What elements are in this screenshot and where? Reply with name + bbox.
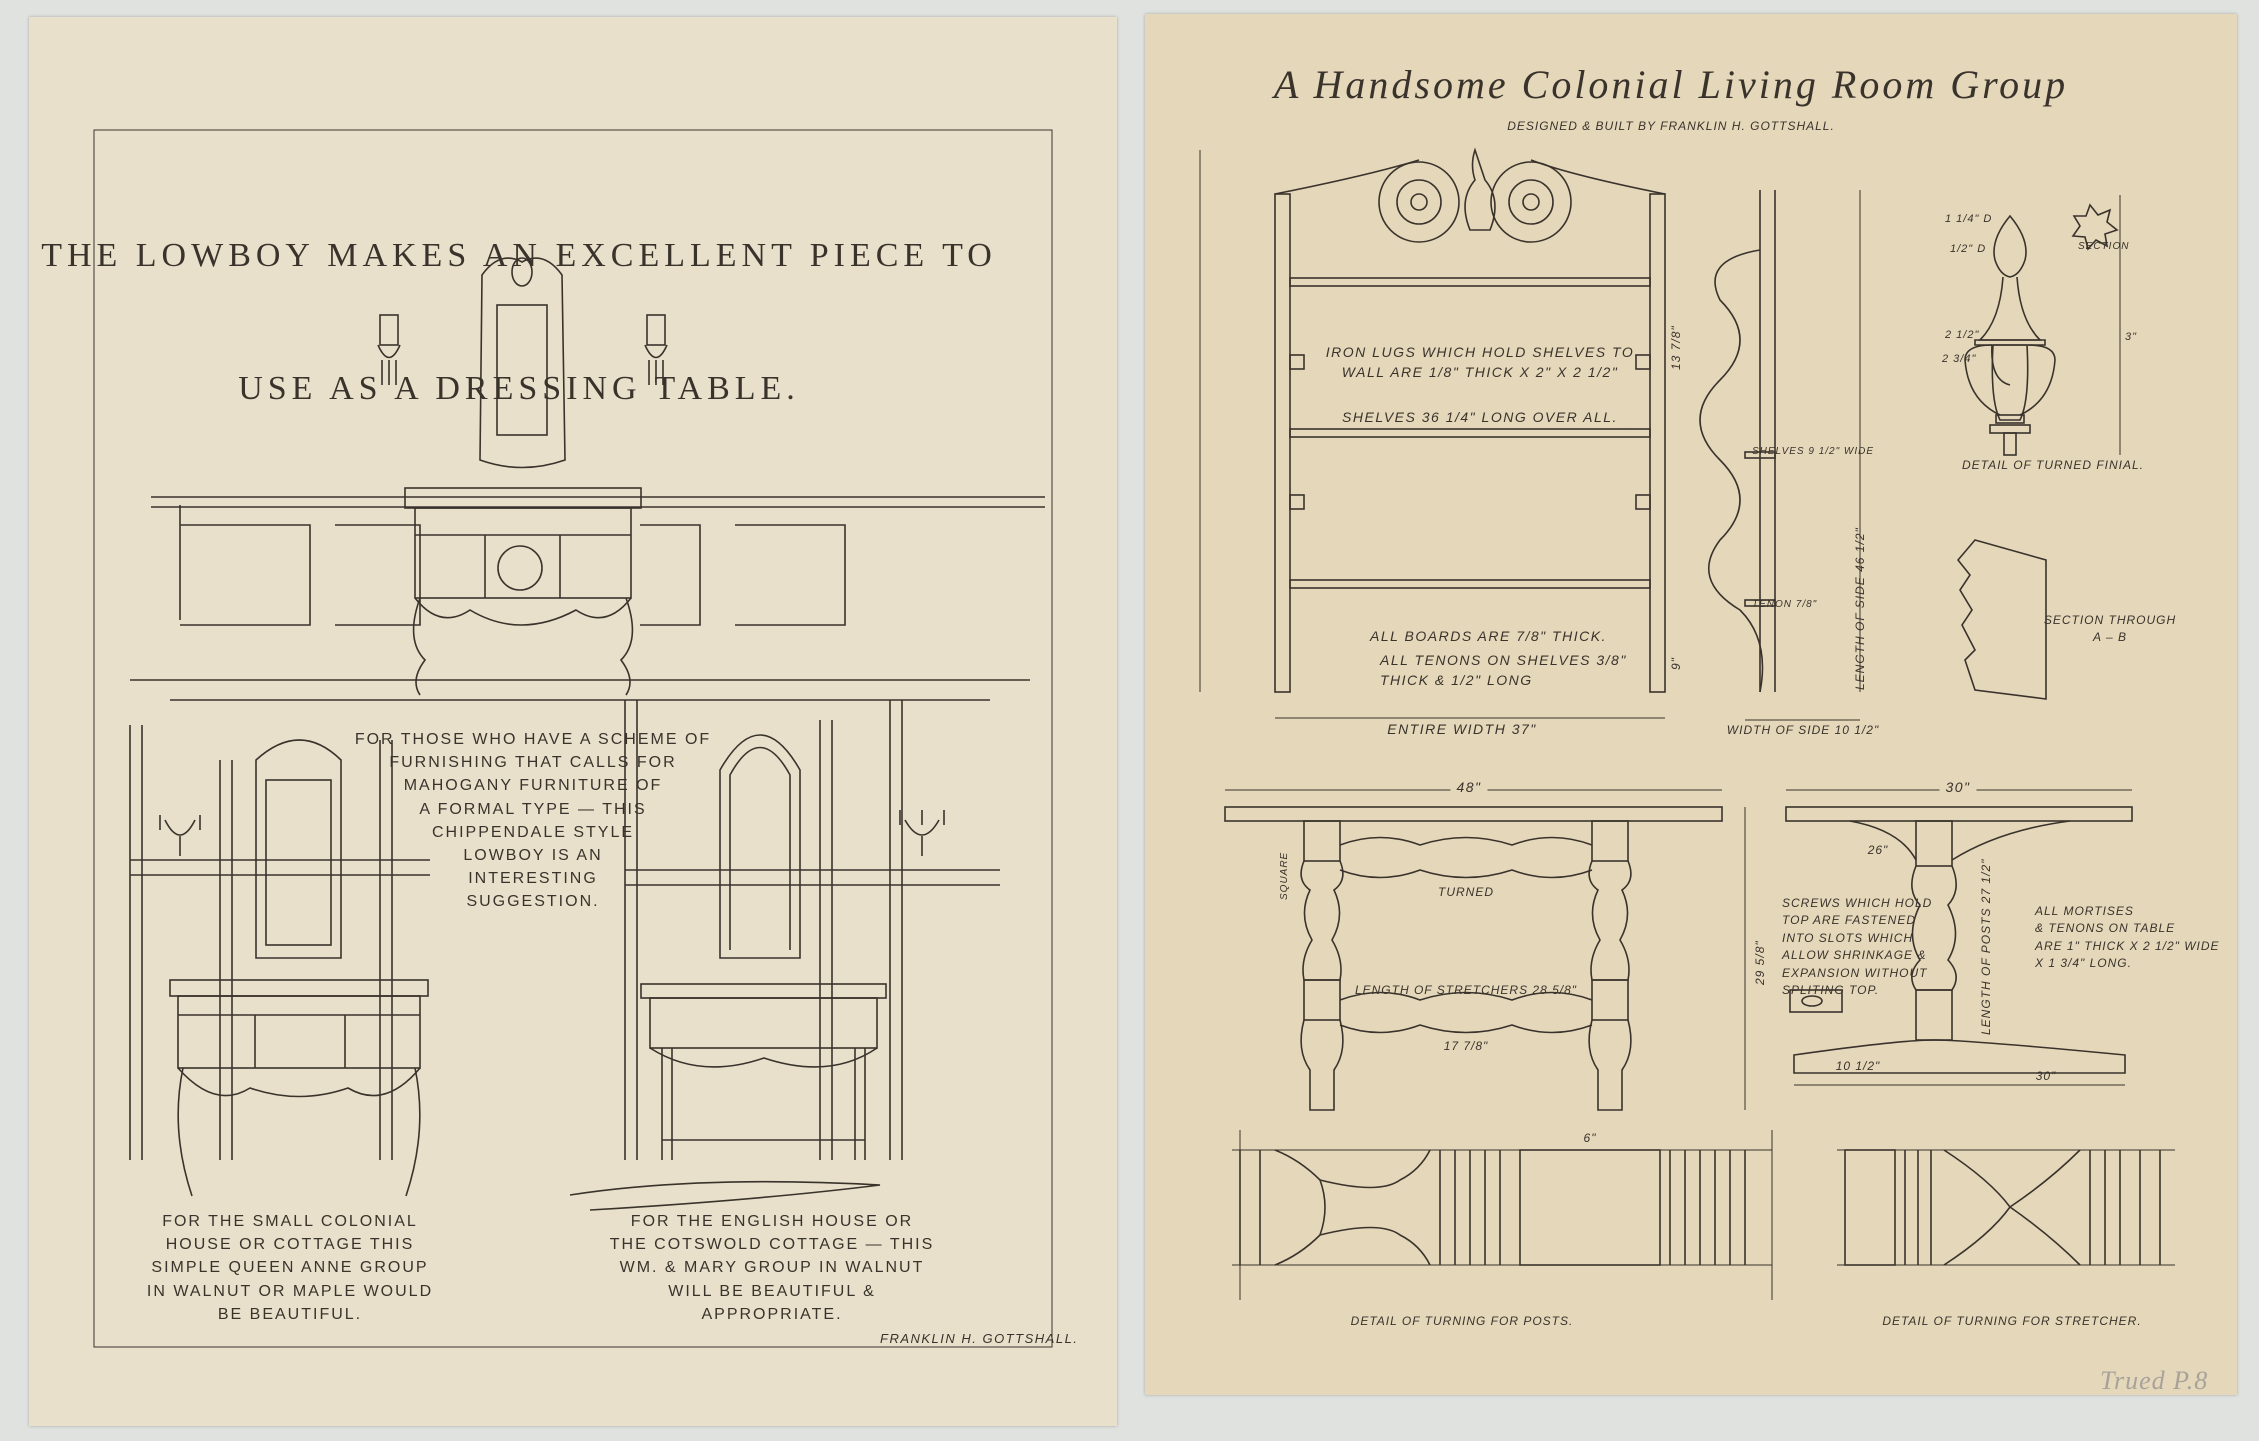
section-ab-label: Section Through A – B xyxy=(2043,613,2177,645)
turned-label: Turned xyxy=(1438,885,1494,899)
table-width-label: 30" xyxy=(1939,777,1977,798)
queen-anne-wall-lines xyxy=(129,725,430,1160)
iron-lugs-note: Iron Lugs Which Hold Shelves To Wall Are… xyxy=(1325,344,1635,381)
post-length-label: Length of Posts 27 1/2" xyxy=(1979,858,1993,1035)
rug xyxy=(569,1180,881,1211)
wainscot-panels xyxy=(130,496,1045,701)
boards-note: All Boards Are 7/8" Thick. xyxy=(1370,628,1607,644)
finial-dim-3: 3" xyxy=(2125,331,2138,343)
left-title-line1: The Lowboy Makes An Excellent Piece To xyxy=(41,237,997,275)
width-of-side-label: Width of Side 10 1/2" xyxy=(1726,722,1880,740)
queen-anne-mirror xyxy=(255,739,342,959)
finial-dim-2-75: 2 3/4" xyxy=(1942,353,1977,365)
william-mary-table xyxy=(640,983,887,1160)
finial-dim-neck: 1/2" D xyxy=(1950,243,1987,255)
length-of-side-label: Length of Side 46 1/2" xyxy=(1853,527,1867,690)
wall-sconce-william-mary xyxy=(899,810,945,856)
table-height-label: 29 5/8" xyxy=(1753,940,1767,985)
hanging-shelf-front-view xyxy=(1199,147,1666,719)
table-length-label: 48" xyxy=(1450,777,1488,798)
left-border-frame xyxy=(93,129,1053,1348)
finial-detail-label: Detail of Turned Finial. xyxy=(1961,458,2145,472)
right-subtitle: Designed & Built By Franklin H. Gottshal… xyxy=(1507,119,1835,133)
william-mary-wall-lines xyxy=(624,700,1000,1160)
bracket-span-label: 26" xyxy=(1867,843,1889,857)
stretcher-span-label: 17 7/8" xyxy=(1443,1039,1489,1053)
left-title-line2: Use As A Dressing Table. xyxy=(238,369,800,407)
william-mary-note: For The English House Or The Cotswold Co… xyxy=(609,1213,935,1323)
foot-width-label: 30" xyxy=(2035,1069,2057,1083)
top-mirror xyxy=(479,257,566,469)
turning-stretcher-label: Detail of Turning for Stretcher. xyxy=(1882,1314,2142,1328)
stretcher-length-label: Length of Stretchers 28 5/8" xyxy=(1354,983,1578,997)
foot-half-label: 10 1/2" xyxy=(1835,1059,1881,1073)
turning-dim-6: 6" xyxy=(1583,1131,1597,1145)
shelf-spacing-label: 13 7/8" xyxy=(1669,325,1683,370)
post-square-label: Square xyxy=(1279,851,1290,900)
turning-posts-label: Detail of Turning for Posts. xyxy=(1350,1314,1574,1328)
section-a-b xyxy=(1956,539,2047,700)
finial-dim-2-5: 2 1/2" xyxy=(1945,329,1980,341)
queen-anne-lowboy xyxy=(169,979,429,1197)
bottom-spacing-label: 9" xyxy=(1669,657,1683,670)
mortises-note: All Mortises & Tenons On Table Are 1" Th… xyxy=(2035,904,2220,971)
entire-width-label: Entire Width 37" xyxy=(1381,719,1543,740)
left-drawing-sheet xyxy=(29,17,1117,1426)
william-mary-mirror xyxy=(719,734,801,959)
tenons-note: All Tenons on Shelves 3/8" Thick & 1/2" … xyxy=(1380,652,1627,689)
right-drawing-sheet xyxy=(1145,14,2237,1395)
finial-dim-top: 1 1/4" D xyxy=(1945,213,1993,225)
turning-detail-posts xyxy=(1232,1130,1773,1300)
finial-section-label: Section xyxy=(2078,241,2130,252)
hanging-shelf-side-profile xyxy=(1699,190,1861,721)
table-front-view xyxy=(1224,789,1746,1111)
wall-sconce-queen-anne xyxy=(159,815,201,856)
queen-anne-note: For The Small Colonial House Or Cottage … xyxy=(146,1213,434,1323)
turned-finial-detail xyxy=(1964,195,2121,456)
chippendale-note: For Those Who Have A Scheme of Furnishin… xyxy=(354,731,712,911)
screws-note: Screws Which Hold Top Are Fastened Into … xyxy=(1782,896,1933,997)
wall-sconce-left xyxy=(377,314,401,385)
chippendale-lowboy xyxy=(404,487,642,696)
pencil-annotation: Trued P.8 xyxy=(2100,1366,2209,1395)
left-title: The Lowboy Makes An Excellent Piece To U… xyxy=(41,146,997,455)
shelves-length-label: Shelves 36 1/4" Long Over All. xyxy=(1336,407,1624,428)
wall-sconce-right xyxy=(644,314,668,385)
tenon-label: Tenon 7/8" xyxy=(1752,599,1818,610)
right-title: A Handsome Colonial Living Room Group xyxy=(1273,62,2069,107)
shelves-wide-label: Shelves 9 1/2" Wide xyxy=(1752,446,1875,457)
turning-detail-stretcher xyxy=(1837,1149,2175,1266)
signature: Franklin H. Gottshall. xyxy=(880,1331,1079,1346)
